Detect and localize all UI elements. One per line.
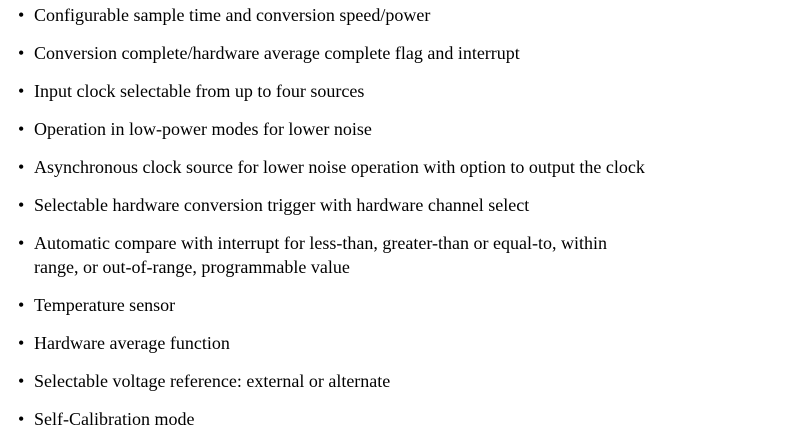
list-item: • Hardware average function — [18, 331, 802, 355]
feature-list: • Configurable sample time and conversio… — [18, 3, 802, 431]
list-item-text: Selectable hardware conversion trigger w… — [34, 195, 530, 215]
bullet-icon: • — [18, 157, 25, 177]
list-item: • Conversion complete/hardware average c… — [18, 41, 802, 65]
list-item: • Operation in low-power modes for lower… — [18, 117, 802, 141]
list-item: • Selectable voltage reference: external… — [18, 369, 802, 393]
bullet-icon: • — [18, 233, 25, 253]
list-item-text: Asynchronous clock source for lower nois… — [34, 157, 645, 177]
list-item-text: Configurable sample time and conversion … — [34, 5, 431, 25]
list-item-text: Conversion complete/hardware average com… — [34, 43, 520, 63]
bullet-icon: • — [18, 295, 25, 315]
list-item-text: Selectable voltage reference: external o… — [34, 371, 391, 391]
bullet-icon: • — [18, 195, 25, 215]
list-item-text: Hardware average function — [34, 333, 230, 353]
list-item-text: Input clock selectable from up to four s… — [34, 81, 365, 101]
list-item: • Input clock selectable from up to four… — [18, 79, 802, 103]
bullet-icon: • — [18, 333, 25, 353]
bullet-icon: • — [18, 409, 25, 429]
bullet-icon: • — [18, 81, 25, 101]
bullet-icon: • — [18, 43, 25, 63]
list-item-text: Temperature sensor — [34, 295, 176, 315]
bullet-icon: • — [18, 119, 25, 139]
list-item: • Self-Calibration mode — [18, 407, 802, 431]
list-item: • Automatic compare with interrupt for l… — [18, 231, 802, 279]
list-item: • Temperature sensor — [18, 293, 802, 317]
list-item-text: Automatic compare with interrupt for les… — [34, 233, 607, 277]
bullet-icon: • — [18, 371, 25, 391]
list-item: • Configurable sample time and conversio… — [18, 3, 802, 27]
list-item-text: Self-Calibration mode — [34, 409, 195, 429]
list-item-text: Operation in low-power modes for lower n… — [34, 119, 372, 139]
bullet-icon: • — [18, 5, 25, 25]
list-item: • Selectable hardware conversion trigger… — [18, 193, 802, 217]
list-item: • Asynchronous clock source for lower no… — [18, 155, 802, 179]
